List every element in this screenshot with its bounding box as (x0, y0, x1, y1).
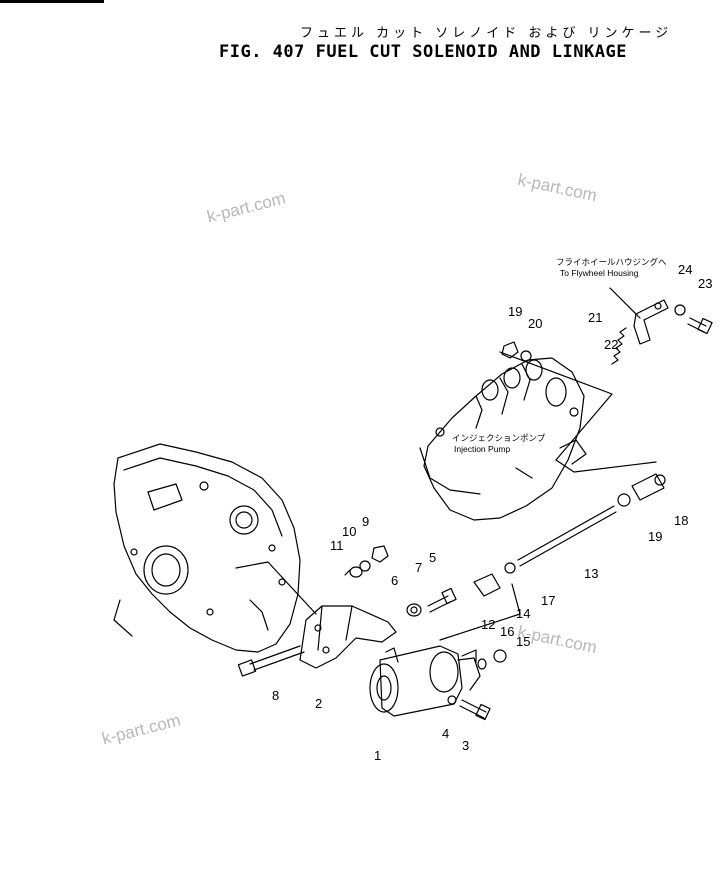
part-number: 17 (541, 593, 556, 608)
part-number: 21 (588, 310, 603, 325)
part-number: 14 (516, 606, 531, 621)
figure-title: FIG. 407 FUEL CUT SOLENOID AND LINKAGE (219, 42, 627, 62)
part-number: 12 (481, 617, 496, 632)
flywheel-housing-drawing (114, 444, 300, 652)
part-number: 22 (604, 337, 619, 352)
leader-line (500, 352, 612, 460)
nuts-9-11-drawing (345, 546, 388, 577)
bolt-3-drawing (448, 696, 490, 720)
joint-18-drawing (618, 474, 665, 506)
flywheel-housing-note-jp: フライホイールハウジングへ (556, 257, 667, 267)
nut-19-20-drawing (502, 342, 531, 361)
part-number: 11 (330, 538, 344, 553)
spring-22-drawing (612, 328, 626, 364)
leader-line (440, 614, 520, 640)
part-number: 19 (508, 304, 523, 319)
part-number: 19 (648, 529, 663, 544)
part-number: 2 (315, 696, 323, 711)
part-number: 6 (391, 573, 399, 588)
clip-12-16-drawing (462, 650, 506, 669)
bolt-23-drawing (675, 305, 712, 334)
stay-21-drawing (610, 288, 668, 344)
rod-13-drawing (518, 506, 616, 566)
bracket-drawing (300, 606, 396, 668)
injection-pump-label-jp: インジェクションポンプ (452, 433, 546, 443)
part-number: 18 (674, 513, 689, 528)
part-number: 16 (500, 624, 515, 639)
part-number: 7 (415, 560, 423, 575)
injection-pump-label: Injection Pump (454, 444, 511, 454)
joint-14-drawing (474, 563, 515, 596)
bolt-5-7-drawing (407, 588, 456, 616)
part-number: 9 (362, 514, 370, 529)
top-rule (0, 0, 104, 3)
part-number: 13 (584, 566, 599, 581)
figure-title-japanese: フュエル カット ソレノイド および リンケージ (300, 26, 673, 41)
flywheel-housing-note: To Flywheel Housing (560, 268, 639, 278)
part-number: 1 (374, 748, 382, 763)
part-number: 15 (516, 634, 531, 649)
part-number: 4 (442, 726, 450, 741)
leader-line (512, 584, 520, 614)
part-number: 8 (272, 688, 280, 703)
part-number: 3 (462, 738, 470, 753)
solenoid-drawing (370, 646, 480, 716)
part-number: 23 (698, 276, 713, 291)
bolt-8-drawing (238, 646, 304, 676)
injection-pump-drawing (420, 358, 586, 520)
part-number: 5 (429, 550, 437, 565)
part-number: 10 (342, 524, 357, 539)
leader-line (556, 460, 656, 472)
leader-line (236, 562, 316, 614)
part-number: 24 (678, 262, 693, 277)
part-number: 20 (528, 316, 543, 331)
